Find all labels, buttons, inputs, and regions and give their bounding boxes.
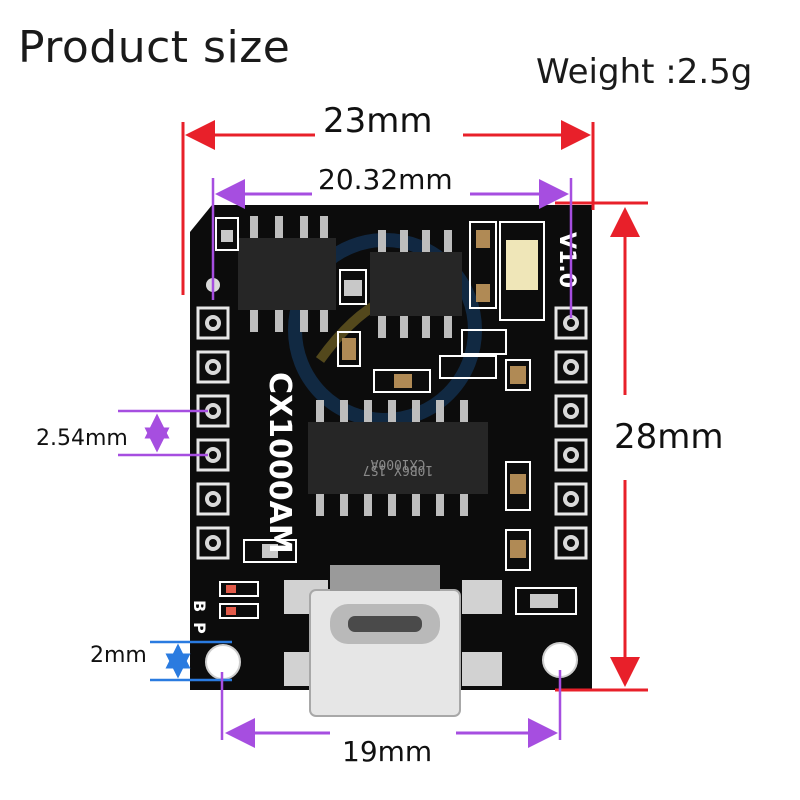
width-label: 23mm <box>323 101 433 141</box>
usb-c-connector <box>284 565 502 717</box>
chip-marking-2: 10B6Y 1S7 <box>363 462 433 477</box>
pad-label-p: P <box>190 622 209 634</box>
height-label: 28mm <box>614 417 724 457</box>
top-chip <box>238 216 336 332</box>
weight-label: Weight :2.5g <box>536 52 753 92</box>
hole-spacing-dimension <box>220 670 562 748</box>
smd-components <box>215 217 577 619</box>
hole-spacing-label: 19mm <box>342 735 433 768</box>
pin-pitch-label: 2.54mm <box>36 426 128 451</box>
mounting-holes <box>205 642 578 680</box>
pin-row-spacing-label: 20.32mm <box>318 163 453 196</box>
pin-row-spacing-dimension <box>211 178 573 318</box>
pad-label-b: B <box>190 600 209 612</box>
width-dimension <box>181 120 595 295</box>
board-version-label: V1.0 <box>554 232 579 288</box>
page-title: Product size <box>18 22 291 73</box>
second-chip <box>370 230 462 338</box>
hole-diameter-label: 2mm <box>90 643 147 668</box>
board-model-label: CX1000AM <box>262 372 297 554</box>
pin-pitch-dimension <box>118 409 208 457</box>
left-pin-header <box>196 306 230 560</box>
hole-diameter-dimension <box>150 640 232 682</box>
main-chip: CX1000A 10B6Y 1S7 <box>308 400 488 516</box>
chip-marking-1: CX1000A <box>370 456 425 471</box>
